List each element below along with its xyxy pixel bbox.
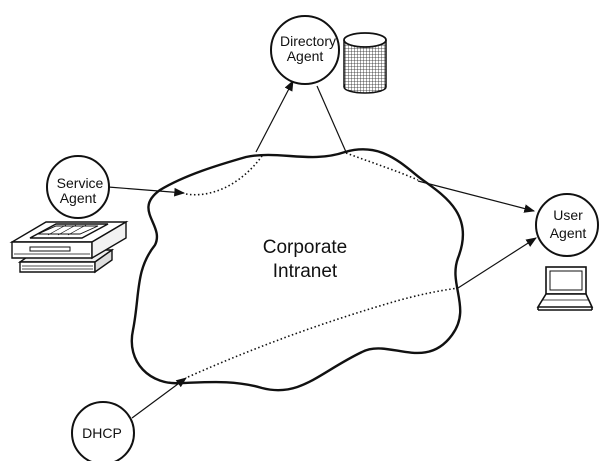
dhcp-node: DHCP — [71, 401, 135, 461]
service-agent-label-line2: Agent — [60, 190, 97, 206]
dhcp-label: DHCP — [82, 425, 122, 441]
dhcp-link — [131, 377, 187, 419]
directory-agent-label-line2: Agent — [287, 48, 324, 64]
corporate-intranet-cloud — [130, 148, 465, 392]
cloud-label-line1: Corporate — [263, 237, 348, 258]
directory-up-link — [255, 80, 294, 153]
database-cylinder-icon — [343, 32, 387, 94]
cloud-to-user-link — [417, 180, 536, 213]
dhcp-to-user-dotted — [187, 287, 459, 378]
service-agent-node: Service Agent — [46, 155, 110, 219]
laptop-icon — [536, 266, 594, 311]
directory-down-link — [316, 85, 347, 153]
service-agent-link-dotted — [185, 155, 263, 196]
dhcp-to-user-link — [457, 237, 537, 289]
directory-agent-node: Directory Agent — [270, 15, 340, 85]
service-agent-link — [107, 186, 186, 197]
user-agent-label-line1: User — [553, 207, 583, 223]
directory-agent-label-line1: Directory — [280, 33, 336, 49]
printer-icon — [9, 220, 129, 274]
user-agent-label-line2: Agent — [550, 225, 587, 241]
cloud-label-line2: Intranet — [273, 261, 338, 282]
user-agent-node: User Agent — [535, 193, 599, 257]
service-agent-label-line1: Service — [57, 175, 104, 191]
